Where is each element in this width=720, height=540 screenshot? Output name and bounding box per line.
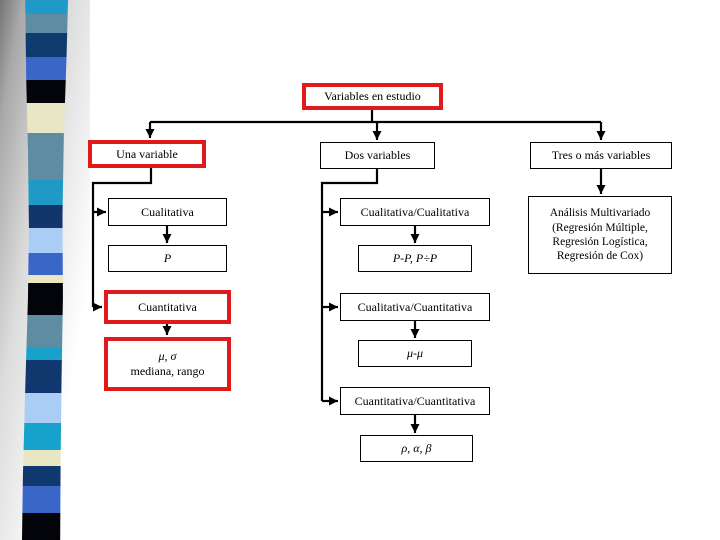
stripe-segment — [22, 486, 68, 513]
stripe-segment — [22, 133, 68, 180]
node-cuantitativa-cuantitativa: Cuantitativa/Cuantitativa — [340, 387, 490, 415]
node-p: P — [108, 245, 227, 272]
stripe-segment — [22, 80, 68, 103]
stripe-segment — [22, 180, 68, 205]
node-una-variable: Una variable — [88, 140, 206, 168]
multivariado-line2: (Regresión Múltiple, — [552, 221, 648, 234]
stripe-segment — [22, 228, 68, 253]
multivariado-line3: Regresión Logística, — [552, 236, 648, 248]
node-cualitativa-cuantitativa: Cualitativa/Cuantitativa — [340, 293, 490, 321]
node-mu-mu: μ-μ — [358, 340, 472, 367]
node-mu-sigma-mediana-rango: μ, σ mediana, rango — [104, 337, 231, 391]
multivariado-line1: Análisis Multivariado — [549, 207, 651, 220]
stripe-segment — [22, 347, 68, 360]
multivariado-line4: Regresión de Cox) — [556, 250, 644, 263]
stripe-segment — [22, 466, 68, 486]
stripe-segment — [22, 315, 68, 347]
stripe-segment — [22, 423, 68, 450]
stripe-segment — [22, 57, 68, 80]
node-cuantitativa: Cuantitativa — [104, 290, 231, 324]
node-dos-variables: Dos variables — [320, 142, 435, 169]
stripe-segment — [22, 33, 68, 57]
stripe-segment — [22, 283, 68, 315]
mediana-rango-line: mediana, rango — [130, 364, 205, 378]
node-cualitativa-cualitativa: Cualitativa/Cualitativa — [340, 198, 490, 226]
stripe-segment — [22, 14, 68, 33]
stripe-segment — [22, 450, 68, 466]
node-tres-o-mas-variables: Tres o más variables — [530, 142, 672, 169]
stripe-segment — [22, 275, 68, 283]
node-variables-en-estudio: Variables en estudio — [302, 83, 443, 110]
stripe-segment — [22, 253, 68, 275]
node-analisis-multivariado: Análisis Multivariado (Regresión Múltipl… — [528, 196, 672, 274]
stripe-segment — [22, 360, 68, 393]
stripe-segment — [22, 393, 68, 423]
mu-sigma-line: μ, σ — [158, 349, 177, 363]
node-rho-alpha-beta: ρ, α, β — [360, 435, 473, 462]
node-cualitativa: Cualitativa — [108, 198, 227, 226]
node-p-p: P-P, P÷P — [358, 245, 472, 272]
stripe-segment — [22, 205, 68, 228]
left-stripe-band — [22, 0, 68, 540]
stripe-segment — [22, 0, 68, 14]
stripe-segment — [22, 103, 68, 133]
